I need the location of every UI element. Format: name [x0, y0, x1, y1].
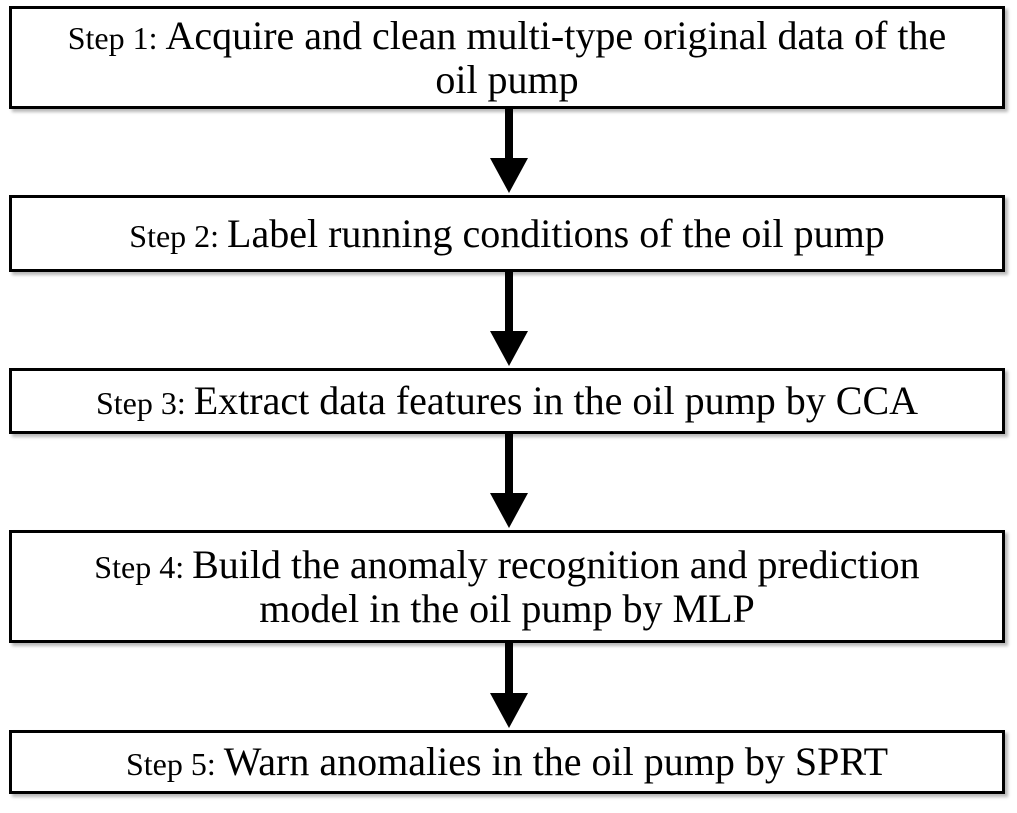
step-1-text: Acquire and clean multi-type original da…	[165, 12, 947, 102]
step-3-content: Step 3: Extract data features in the oil…	[96, 379, 918, 423]
arrow-step3-to-step4	[490, 434, 528, 528]
arrow-step4-to-step5	[490, 643, 528, 728]
step-4-label: Step 4:	[94, 548, 193, 585]
step-5-box: Step 5: Warn anomalies in the oil pump b…	[9, 730, 1005, 794]
step-2-content: Step 2: Label running conditions of the …	[129, 210, 885, 256]
step-1-label: Step 1:	[67, 19, 166, 56]
step-5-text: Warn anomalies in the oil pump by SPRT	[223, 739, 889, 784]
arrow-step2-to-step3	[490, 272, 528, 366]
step-5-content: Step 5: Warn anomalies in the oil pump b…	[126, 740, 888, 784]
step-4-content: Step 4: Build the anomaly recognition an…	[42, 541, 972, 631]
step-3-text: Extract data features in the oil pump by…	[193, 378, 919, 423]
step-1-content: Step 1: Acquire and clean multi-type ori…	[42, 12, 972, 102]
step-2-label: Step 2:	[129, 217, 228, 254]
step-3-label: Step 3:	[95, 385, 194, 421]
step-2-box: Step 2: Label running conditions of the …	[9, 195, 1005, 272]
step-4-text: Build the anomaly recognition and predic…	[192, 541, 920, 631]
arrow-step1-to-step2	[490, 109, 528, 193]
step-2-text: Label running conditions of the oil pump	[227, 210, 885, 256]
step-4-box: Step 4: Build the anomaly recognition an…	[9, 530, 1005, 643]
step-3-box: Step 3: Extract data features in the oil…	[9, 368, 1005, 434]
step-5-label: Step 5:	[125, 746, 224, 782]
step-1-box: Step 1: Acquire and clean multi-type ori…	[9, 6, 1005, 109]
